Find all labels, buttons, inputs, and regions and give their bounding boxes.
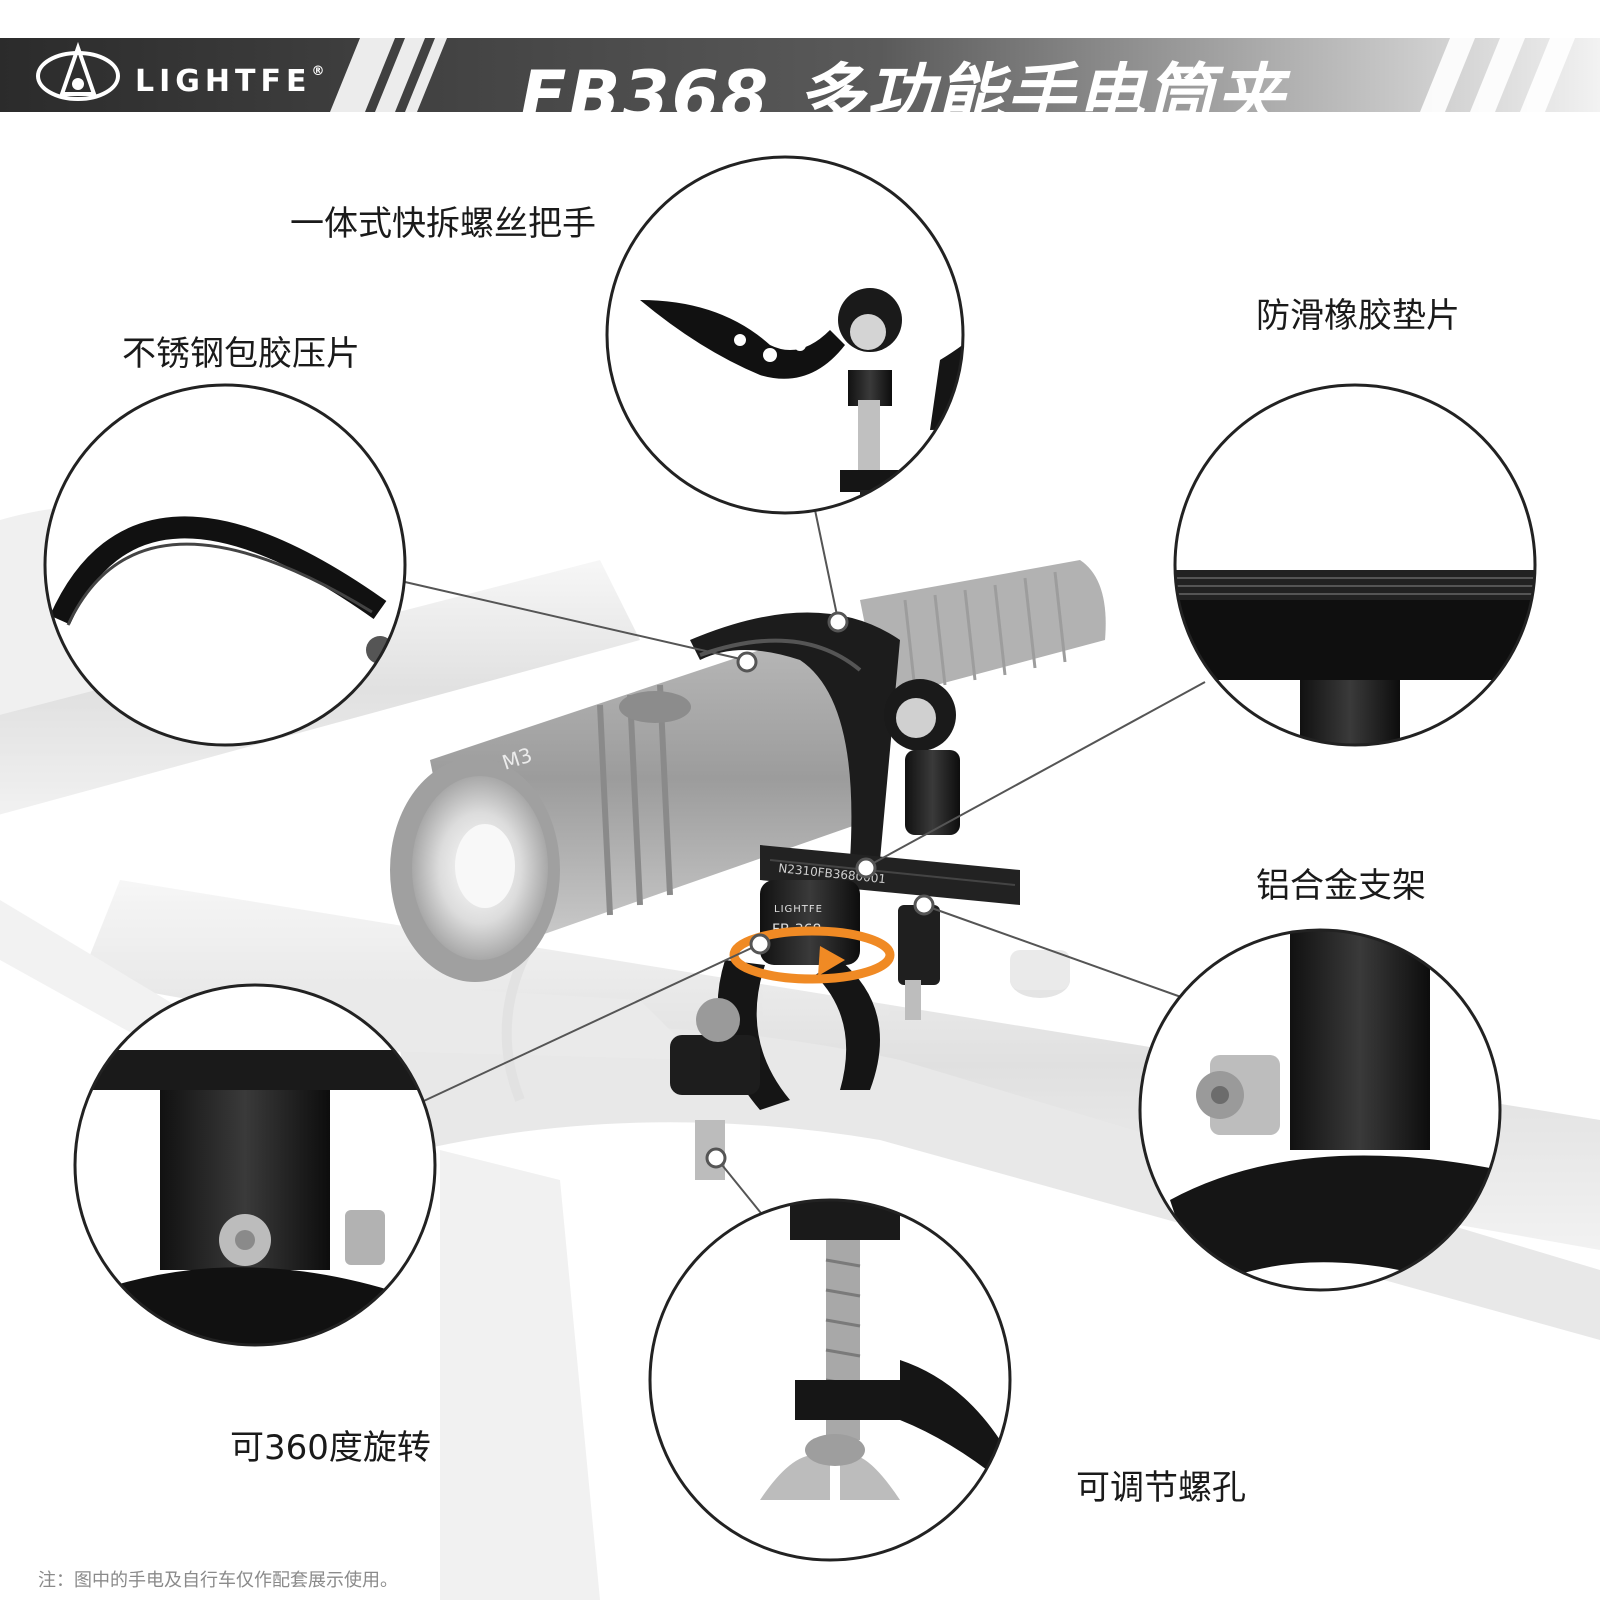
flashlight-mount: N2310FB3680001 FB-368 LIGHTFE [670, 612, 1020, 1180]
flashlight: M3 [390, 560, 1106, 982]
brand-logo-icon [36, 41, 120, 101]
footnote: 注：图中的手电及自行车仅作配套展示使用。 [38, 1570, 398, 1591]
detail-circle-rotate-base [73, 983, 437, 1347]
brand-name: LIGHTFE® [135, 64, 325, 99]
header-banner [0, 38, 1600, 112]
label-rotate-360: 可360度旋转 [230, 1428, 431, 1468]
label-quick-release-handle: 一体式快拆螺丝把手 [290, 204, 596, 244]
page-title: FB368 多功能手电筒夹 [520, 57, 1286, 136]
detail-circle-aluminum-bracket [1138, 928, 1502, 1292]
label-aluminum-bracket: 铝合金支架 [1256, 866, 1426, 906]
detail-circle-quick-release [605, 155, 965, 515]
mount-brand: LIGHTFE [774, 904, 823, 915]
label-anti-slip-rubber-pad: 防滑橡胶垫片 [1256, 296, 1460, 336]
detail-circle-adjustable-screw [648, 1198, 1012, 1562]
label-stainless-rubber-pad: 不锈钢包胶压片 [122, 334, 360, 374]
detail-circle-anti-slip-pad [1173, 383, 1537, 747]
detail-circle-rubber-band [43, 383, 407, 747]
callout-lines [404, 509, 1206, 1219]
rotate-360-arrow-icon [729, 926, 895, 984]
label-adjustable-screw-hole: 可调节螺孔 [1076, 1468, 1246, 1508]
